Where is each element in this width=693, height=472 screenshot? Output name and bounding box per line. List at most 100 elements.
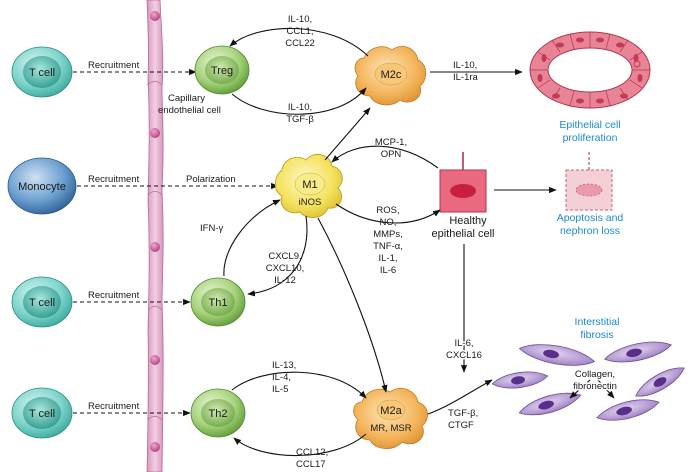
svg-text:proliferation: proliferation xyxy=(563,132,618,144)
svg-text:fibrosis: fibrosis xyxy=(580,329,613,341)
mediators-m2c-out: IL-10, IL-1ra xyxy=(453,60,479,83)
monocyte: Monocyte xyxy=(7,157,77,215)
th2-label: Th2 xyxy=(209,408,228,420)
svg-text:IL-1,: IL-1, xyxy=(378,253,397,264)
healthy-cell-label: Healthy epithelial cell xyxy=(432,215,495,240)
svg-text:TGF-β,: TGF-β, xyxy=(448,408,478,419)
epithelial-tubule xyxy=(529,31,651,109)
svg-text:CXCL16: CXCL16 xyxy=(446,350,482,361)
mediators-m1-out: ROS, NO, MMPs, TNF-α, IL-1, IL-6 xyxy=(373,205,403,276)
svg-text:fibronectin: fibronectin xyxy=(573,381,617,392)
svg-text:TNF-α,: TNF-α, xyxy=(373,241,403,252)
recruitment-label-4: Recruitment xyxy=(88,401,140,412)
capillary-label-line2: endothelial cell xyxy=(158,105,221,116)
m2c-label: M2c xyxy=(381,69,402,81)
m1-macrophage: M1 iNOS xyxy=(274,153,343,218)
mediators-th2-top: IL-13, IL-4, IL-5 xyxy=(272,360,296,395)
svg-text:Collagen,: Collagen, xyxy=(575,369,615,380)
t-cell-top-label: T cell xyxy=(29,67,55,79)
svg-text:TGF-β: TGF-β xyxy=(286,114,314,125)
svg-text:MCP-1,: MCP-1, xyxy=(375,137,407,148)
arrow-treg-to-m2c xyxy=(231,87,367,115)
mediators-tgf-ctgf: TGF-β, CTGF xyxy=(448,408,478,431)
svg-text:IL-1ra: IL-1ra xyxy=(453,72,479,83)
th2-cell: Th2 xyxy=(190,388,246,438)
svg-text:CCL1,: CCL1, xyxy=(287,26,314,37)
capillary-label-line1: Capillary xyxy=(168,93,205,104)
m1-label: M1 xyxy=(302,179,317,191)
svg-text:IL-6,: IL-6, xyxy=(454,338,473,349)
recruitment-label-2: Recruitment xyxy=(88,174,140,185)
mediator-ifn: IFN-γ xyxy=(200,223,223,234)
fibroblasts xyxy=(491,341,685,421)
mediators-il6-cxcl16: IL-6, CXCL16 xyxy=(445,337,484,363)
t-cell-bottom-label: T cell xyxy=(29,408,55,420)
mediators-collagen: Collagen, fibronectin xyxy=(572,368,619,394)
treg-label: Treg xyxy=(211,65,233,77)
arrow-m1-to-m2a xyxy=(317,217,388,393)
recruitment-label-3: Recruitment xyxy=(88,290,140,301)
m1-sub-label: iNOS xyxy=(299,197,322,208)
svg-text:IL-10,: IL-10, xyxy=(288,102,312,113)
arrow-epithelial-to-m1 xyxy=(331,145,439,169)
mediators-th2-bottom: CCL12, CCL17 xyxy=(296,447,328,470)
svg-text:IL-13,: IL-13, xyxy=(272,360,296,371)
recruitment-label-1: Recruitment xyxy=(88,60,140,71)
svg-text:epithelial cell: epithelial cell xyxy=(432,228,495,240)
svg-text:ROS,: ROS, xyxy=(376,205,399,216)
svg-text:CCL17: CCL17 xyxy=(296,459,326,470)
svg-text:nephron loss: nephron loss xyxy=(560,225,620,237)
arrow-m1-to-epithelial xyxy=(335,203,441,224)
svg-text:IL-4,: IL-4, xyxy=(272,372,291,383)
svg-text:IL-10,: IL-10, xyxy=(288,14,312,25)
svg-text:Epithelial cell: Epithelial cell xyxy=(559,119,620,131)
svg-text:MMPs,: MMPs, xyxy=(373,229,403,240)
monocyte-label: Monocyte xyxy=(18,181,66,193)
mediators-cxcl: CXCL9, CXCL10, IL-12 xyxy=(266,251,305,286)
svg-text:OPN: OPN xyxy=(381,149,402,160)
polarization-label: Polarization xyxy=(186,174,236,185)
healthy-epithelial-cell xyxy=(439,152,487,213)
m2c-macrophage: M2c xyxy=(354,46,427,106)
th1-label: Th1 xyxy=(209,297,228,309)
t-cell-mid: T cell xyxy=(11,276,73,328)
svg-text:IL-6: IL-6 xyxy=(380,265,396,276)
svg-text:CCL12,: CCL12, xyxy=(296,447,328,458)
arrow-th1-to-m1 xyxy=(223,199,281,277)
proliferation-label: Epithelial cell proliferation xyxy=(559,119,620,144)
arrow-th2-to-m2a xyxy=(231,371,367,399)
t-cell-mid-label: T cell xyxy=(29,297,55,309)
treg-cell: Treg xyxy=(194,45,250,95)
svg-text:IL-10,: IL-10, xyxy=(453,60,477,71)
svg-text:CTGF: CTGF xyxy=(448,420,474,431)
arrow-m2c-to-treg xyxy=(229,27,369,57)
apoptosis-label: Apoptosis and nephron loss xyxy=(557,212,624,237)
svg-text:NO,: NO, xyxy=(380,217,397,228)
t-cell-bottom: T cell xyxy=(11,387,73,439)
svg-text:Healthy: Healthy xyxy=(449,215,487,227)
mediators-mcp-opn: MCP-1, OPN xyxy=(375,137,407,160)
th1-cell: Th1 xyxy=(190,277,246,327)
mediators-treg-m2c-bottom: IL-10, TGF-β xyxy=(286,102,314,125)
svg-text:CXCL9,: CXCL9, xyxy=(268,251,301,262)
apoptotic-cell xyxy=(565,152,613,211)
arrow-m2a-to-th2 xyxy=(233,433,367,457)
svg-text:CXCL10,: CXCL10, xyxy=(266,263,305,274)
t-cell-top: T cell xyxy=(11,46,73,98)
m2a-sub-label: MR, MSR xyxy=(370,423,411,434)
svg-text:IL-12: IL-12 xyxy=(274,275,296,286)
svg-text:Apoptosis and: Apoptosis and xyxy=(557,212,624,224)
m2a-macrophage: M2a MR, MSR xyxy=(353,388,428,449)
arrow-m1-to-m2c xyxy=(324,107,371,161)
mediators-treg-m2c-top: IL-10, CCL1, CCL22 xyxy=(285,14,315,49)
svg-text:CCL22: CCL22 xyxy=(285,38,315,49)
capillary-endothelium xyxy=(146,0,164,472)
svg-text:Interstitial: Interstitial xyxy=(575,316,620,328)
m2a-label: M2a xyxy=(380,405,402,417)
arrow-m1-to-th1 xyxy=(247,215,308,297)
fibrosis-label: Interstitial fibrosis xyxy=(575,316,620,341)
svg-text:IL-5: IL-5 xyxy=(272,384,288,395)
arrow-m2a-to-fibrosis xyxy=(427,379,493,415)
